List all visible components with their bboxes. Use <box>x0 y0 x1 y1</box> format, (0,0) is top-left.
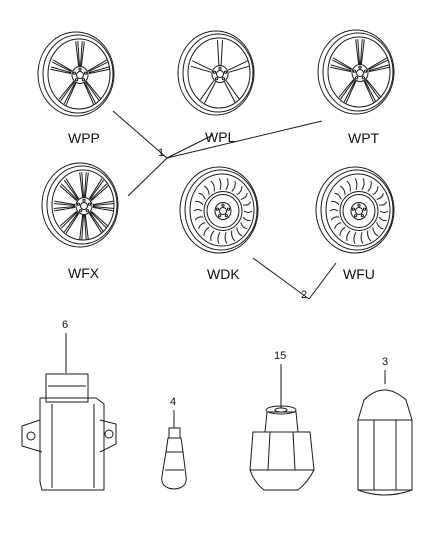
callout-6: 6 <box>62 319 69 331</box>
wheel-wfu <box>315 166 395 254</box>
wheel-wfx <box>41 162 119 248</box>
wheel-code-wpp: WPP <box>68 130 100 146</box>
valve-stem <box>161 427 187 490</box>
lug-nut-capped <box>357 389 413 496</box>
wheel-code-wdk: WDK <box>207 266 240 282</box>
wheel-wdk <box>179 166 259 254</box>
wheel-wpl <box>177 30 255 116</box>
callout-2: 2 <box>301 289 308 301</box>
leader-lines <box>65 110 386 428</box>
callout-1: 1 <box>158 147 165 159</box>
wheel-code-wfx: WFX <box>68 265 100 281</box>
callout-3: 3 <box>382 356 389 368</box>
tpms-sensor <box>21 373 117 491</box>
wheel-wpp <box>37 31 115 117</box>
wheel-code-wfu: WFU <box>343 266 375 282</box>
wheel-code-wpl: WPL <box>205 129 236 145</box>
wheel-wpt <box>317 29 395 115</box>
lug-nut-open <box>249 405 315 491</box>
callout-4: 4 <box>170 396 177 408</box>
wheel-code-wpt: WPT <box>348 130 380 146</box>
callout-15: 15 <box>274 350 287 362</box>
